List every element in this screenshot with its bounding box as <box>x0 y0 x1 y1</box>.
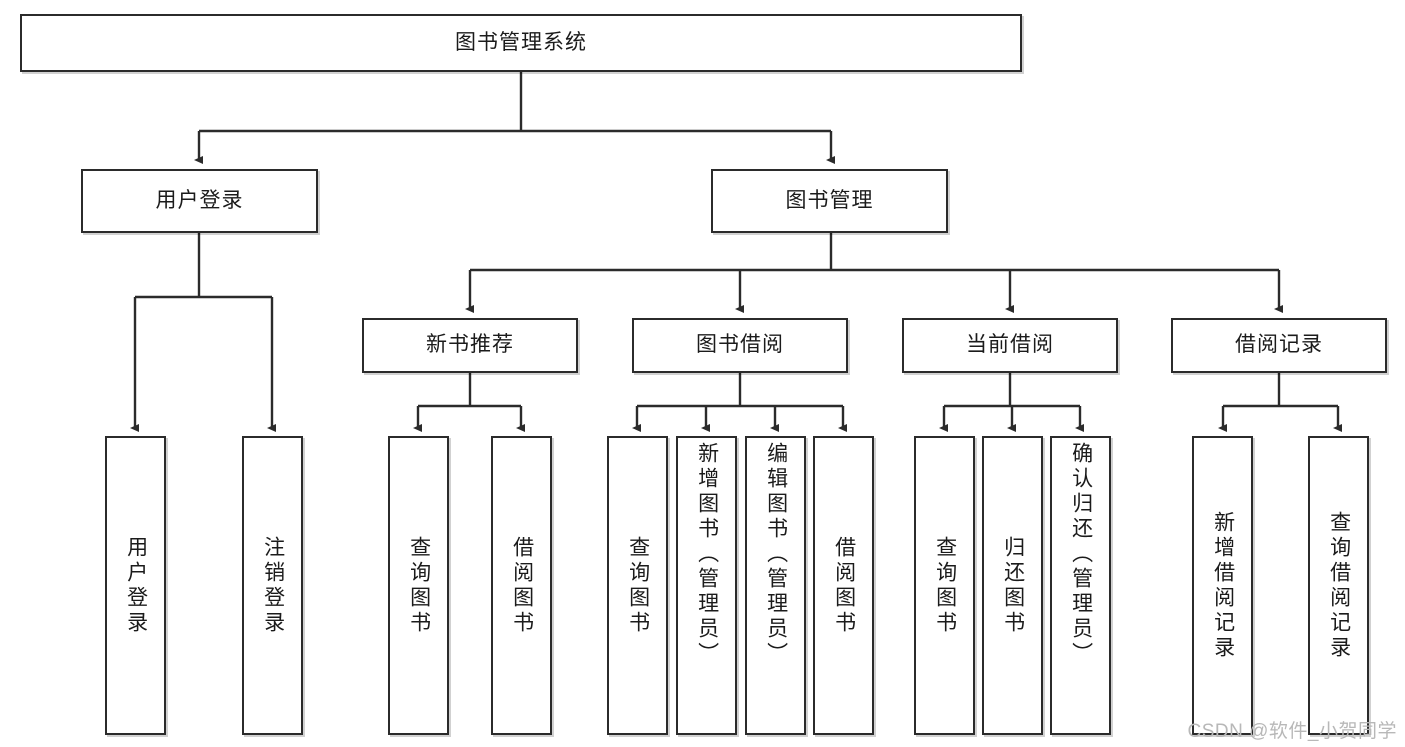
leaf-confirm-return-admin[interactable]: 确认归还（管理员） <box>1050 436 1111 735</box>
leaf-borrow-book[interactable]: 借阅图书 <box>813 436 874 735</box>
leaf-query-borrow-record[interactable]: 查询借阅记录 <box>1308 436 1369 735</box>
node-borrow-record[interactable]: 借阅记录 <box>1171 318 1387 373</box>
node-book-management[interactable]: 图书管理 <box>711 169 948 233</box>
leaf-logout[interactable]: 注销登录 <box>242 436 303 735</box>
watermark: CSDN @软件_小贺同学 <box>1187 721 1397 742</box>
leaf-add-borrow-record-label: 新增借阅记录 <box>1211 510 1235 661</box>
leaf-borrow-book-recommend[interactable]: 借阅图书 <box>491 436 552 735</box>
node-borrow-record-label: 借阅记录 <box>1235 333 1323 357</box>
leaf-user-login[interactable]: 用户登录 <box>105 436 166 735</box>
node-book-borrow[interactable]: 图书借阅 <box>632 318 848 373</box>
leaf-user-login-label: 用户登录 <box>124 535 148 636</box>
node-current-borrow[interactable]: 当前借阅 <box>902 318 1118 373</box>
leaf-edit-book-admin-label: 编辑图书（管理员） <box>764 442 788 667</box>
node-new-book-recommend[interactable]: 新书推荐 <box>362 318 578 373</box>
leaf-query-book-recommend-label: 查询图书 <box>407 535 431 636</box>
leaf-add-borrow-record[interactable]: 新增借阅记录 <box>1192 436 1253 735</box>
leaf-query-book-recommend[interactable]: 查询图书 <box>388 436 449 735</box>
leaf-return-book[interactable]: 归还图书 <box>982 436 1043 735</box>
leaf-edit-book-admin[interactable]: 编辑图书（管理员） <box>745 436 806 735</box>
leaf-query-book-borrow-label: 查询图书 <box>626 535 650 636</box>
leaf-confirm-return-admin-label: 确认归还（管理员） <box>1069 442 1093 667</box>
leaf-return-book-label: 归还图书 <box>1001 535 1025 636</box>
node-book-management-label: 图书管理 <box>785 188 874 212</box>
leaf-query-book-current-label: 查询图书 <box>933 535 957 636</box>
leaf-query-borrow-record-label: 查询借阅记录 <box>1327 510 1351 661</box>
leaf-query-book-current[interactable]: 查询图书 <box>914 436 975 735</box>
leaf-add-book-admin[interactable]: 新增图书（管理员） <box>676 436 737 735</box>
node-root[interactable]: 图书管理系统 <box>20 14 1022 72</box>
leaf-query-book-borrow[interactable]: 查询图书 <box>607 436 668 735</box>
leaf-borrow-book-recommend-label: 借阅图书 <box>510 535 534 636</box>
leaf-add-book-admin-label: 新增图书（管理员） <box>695 442 719 667</box>
node-user-login-label: 用户登录 <box>155 188 244 212</box>
leaf-logout-label: 注销登录 <box>261 535 285 636</box>
node-book-borrow-label: 图书借阅 <box>696 333 784 357</box>
node-root-label: 图书管理系统 <box>455 30 587 54</box>
node-new-book-recommend-label: 新书推荐 <box>426 333 514 357</box>
node-user-login[interactable]: 用户登录 <box>81 169 318 233</box>
node-current-borrow-label: 当前借阅 <box>966 333 1054 357</box>
leaf-borrow-book-label: 借阅图书 <box>832 535 856 636</box>
